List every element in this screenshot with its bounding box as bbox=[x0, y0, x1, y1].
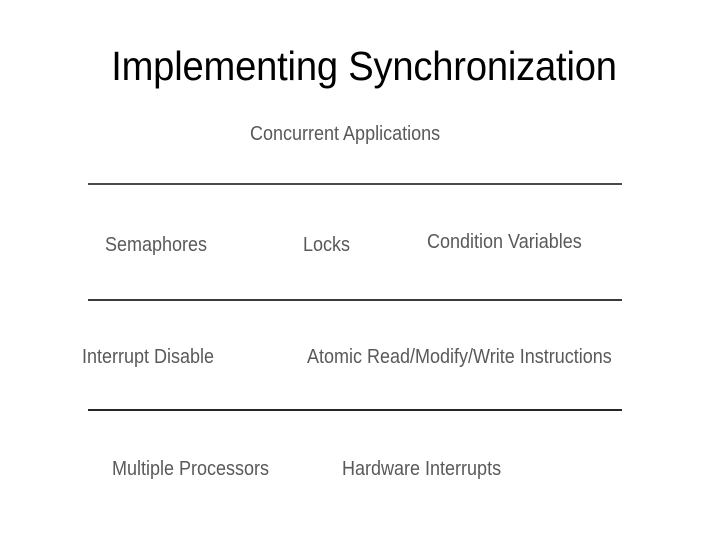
page-title: Implementing Synchronization bbox=[111, 43, 617, 89]
layer-item-interrupt-disable: Interrupt Disable bbox=[82, 346, 215, 368]
divider-2 bbox=[88, 299, 622, 301]
layer-item-condition-variables: Condition Variables bbox=[427, 231, 582, 253]
layer-item-hardware-interrupts: Hardware Interrupts bbox=[342, 458, 502, 480]
layer-item-locks: Locks bbox=[303, 234, 351, 256]
divider-3 bbox=[88, 409, 622, 411]
layer-item-multiple-processors: Multiple Processors bbox=[112, 458, 270, 480]
layer-item-semaphores: Semaphores bbox=[105, 234, 208, 256]
layer-item-atomic-read-modify-write-instructions: Atomic Read/Modify/Write Instructions bbox=[307, 346, 612, 368]
layer-item-concurrent-applications: Concurrent Applications bbox=[250, 123, 441, 145]
divider-1 bbox=[88, 183, 622, 185]
